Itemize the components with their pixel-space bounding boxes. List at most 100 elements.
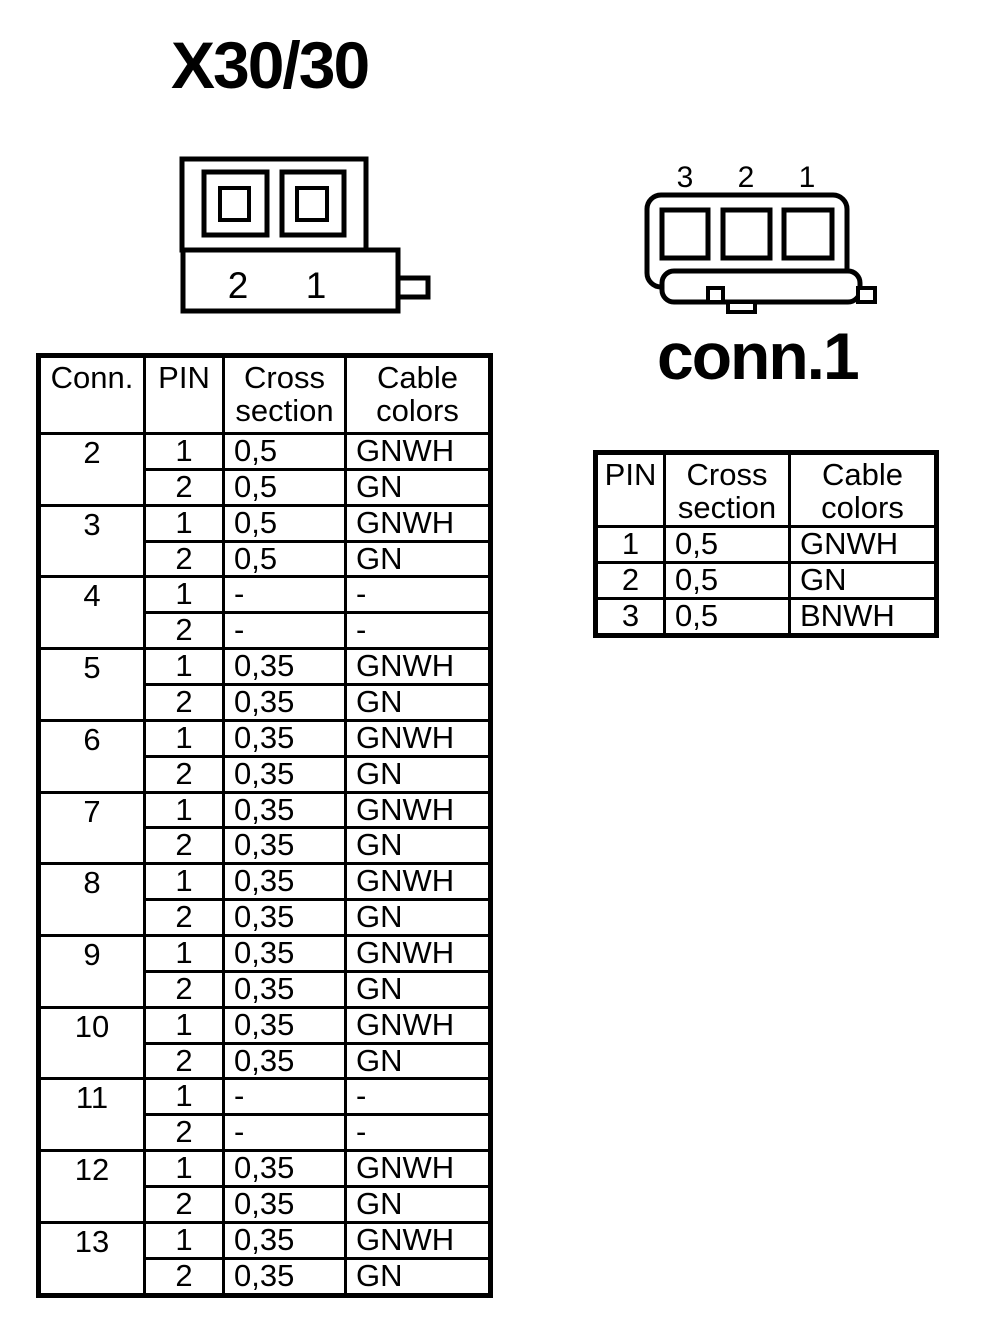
conn1-side-tab bbox=[856, 286, 877, 304]
cross-section-cell: 0,35 bbox=[222, 647, 347, 687]
pin-cell: 1 bbox=[143, 503, 225, 543]
x30-pin-cavity-2-inner bbox=[218, 186, 251, 222]
pin-cell: 2 bbox=[594, 560, 666, 600]
cross-section-cell: 0,35 bbox=[222, 1041, 347, 1081]
conn1-connector-diagram: 3 2 1 bbox=[644, 161, 877, 314]
pin-cell: 3 bbox=[594, 596, 666, 637]
conn-number-cell: 13 bbox=[37, 1220, 146, 1297]
cross-section-cell: 0,5 bbox=[663, 525, 791, 564]
pin-cell: 1 bbox=[143, 934, 225, 973]
pin-cell: 1 bbox=[143, 1077, 225, 1117]
pin-cell: 2 bbox=[143, 1041, 225, 1081]
conn-number-cell: 3 bbox=[37, 503, 146, 579]
cross-section-cell: 0,35 bbox=[222, 898, 347, 938]
cable-color-cell: GNWH bbox=[344, 718, 492, 758]
cable-color-cell: GN bbox=[344, 898, 492, 938]
cable-color-cell: GNWH bbox=[344, 934, 492, 973]
cable-color-cell: GN bbox=[344, 1256, 492, 1297]
cross-section-cell: - bbox=[222, 575, 347, 615]
cable-color-cell: GNWH bbox=[344, 790, 492, 830]
cable-color-cell: GN bbox=[344, 683, 492, 722]
conn-number-cell: 2 bbox=[37, 432, 146, 507]
x30-latch-tab bbox=[395, 275, 431, 300]
pin-cell: 1 bbox=[143, 862, 225, 902]
conn1-pin-cavity-2 bbox=[720, 207, 773, 261]
cross-section-cell: 0,35 bbox=[222, 934, 347, 973]
pin-cell: 2 bbox=[143, 683, 225, 722]
cross-section-cell: - bbox=[222, 1113, 347, 1153]
x30-connector-base bbox=[180, 247, 401, 314]
cable-color-cell: GN bbox=[344, 969, 492, 1009]
cable-color-cell: BNWH bbox=[788, 596, 938, 637]
conn1-pin-cavity-1 bbox=[781, 207, 835, 261]
cable-color-cell: - bbox=[344, 575, 492, 615]
cross-section-cell: 0,35 bbox=[222, 1220, 347, 1260]
cable-color-cell: GNWH bbox=[344, 647, 492, 687]
pin-cell: 2 bbox=[143, 539, 225, 579]
conn1-keying-notch bbox=[706, 286, 725, 304]
cross-section-cell: 0,35 bbox=[222, 1256, 347, 1297]
cable-color-cell: GNWH bbox=[344, 1149, 492, 1189]
cross-section-cell: 0,35 bbox=[222, 718, 347, 758]
pin-cell: 2 bbox=[143, 969, 225, 1009]
cross-section-cell: 0,5 bbox=[663, 596, 791, 637]
conn-number-cell: 12 bbox=[37, 1149, 146, 1224]
conn1-table-header: PIN Cross section Cable colors bbox=[594, 451, 938, 528]
header-pin: PIN bbox=[594, 451, 666, 528]
header-cross-section: Cross section bbox=[222, 354, 347, 435]
cable-color-cell: GN bbox=[344, 467, 492, 507]
cross-section-cell: 0,35 bbox=[222, 1149, 347, 1189]
conn1-pin-cavity-3 bbox=[659, 207, 711, 261]
x30-pin-label-1: 1 bbox=[306, 265, 327, 306]
cross-section-cell: 0,5 bbox=[222, 467, 347, 507]
cable-color-cell: GNWH bbox=[344, 432, 492, 471]
pin-cell: 1 bbox=[143, 790, 225, 830]
x30-table-row: 2-- bbox=[39, 611, 492, 651]
cross-section-cell: 0,35 bbox=[222, 862, 347, 902]
x30-pin-label-2: 2 bbox=[228, 265, 249, 306]
conn-number-cell: 6 bbox=[37, 718, 146, 794]
cross-section-cell: 0,35 bbox=[222, 826, 347, 866]
cross-section-cell: 0,35 bbox=[222, 754, 347, 794]
cable-color-cell: GN bbox=[344, 826, 492, 866]
cable-color-cell: - bbox=[344, 1077, 492, 1117]
pin-cell: 2 bbox=[143, 1185, 225, 1224]
conn1-bottom-tab bbox=[726, 300, 757, 314]
x30-table-row: 2-- bbox=[39, 1113, 492, 1153]
cross-section-cell: - bbox=[222, 611, 347, 651]
cross-section-cell: 0,35 bbox=[222, 683, 347, 722]
cable-color-cell: GNWH bbox=[344, 862, 492, 902]
header-row: Conn. PIN Cross section Cable colors bbox=[37, 354, 492, 435]
cable-color-cell: GN bbox=[344, 754, 492, 794]
conn1-pin-label-1: 1 bbox=[799, 161, 816, 194]
pin-cell: 2 bbox=[143, 467, 225, 507]
cross-section-cell: - bbox=[222, 1077, 347, 1117]
x30-connector-diagram: 2 1 bbox=[179, 156, 431, 314]
header-cable-colors: Cable colors bbox=[788, 451, 938, 528]
conn1-caption: conn.1 bbox=[657, 319, 860, 393]
pin-cell: 1 bbox=[143, 575, 225, 615]
header-pin: PIN bbox=[143, 354, 225, 435]
conn-number-cell: 8 bbox=[37, 862, 146, 938]
conn-number-cell: 11 bbox=[37, 1077, 146, 1153]
pin-cell: 2 bbox=[143, 1113, 225, 1153]
cable-color-cell: GNWH bbox=[344, 503, 492, 543]
